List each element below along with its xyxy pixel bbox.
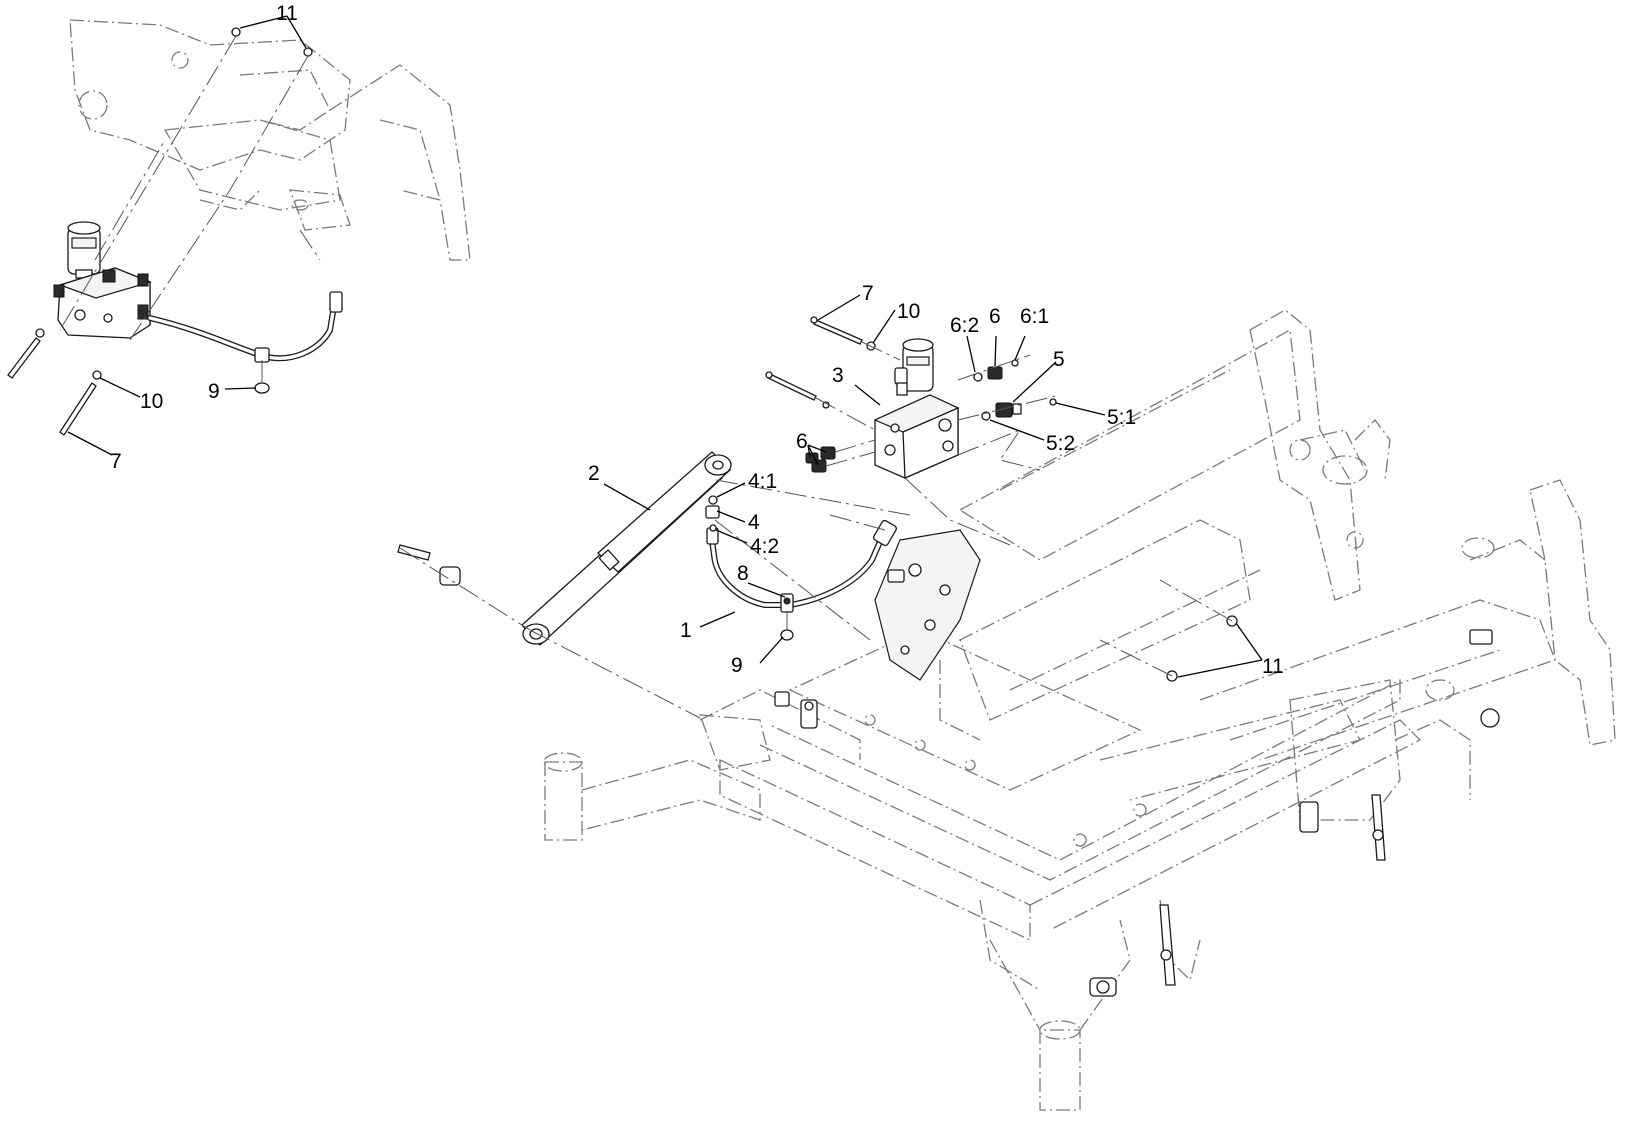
fittings-6-left [805, 439, 876, 473]
hose-clamp [780, 593, 794, 641]
callout-5-1: 5:1 [1107, 406, 1136, 429]
callout-labels: 11 10 9 7 7 10 3 6:2 6 6:1 5 5:1 5:2 6 2… [110, 2, 1284, 678]
bolts-washers-main [765, 316, 901, 431]
callout-1: 1 [680, 619, 692, 642]
callout-2: 2 [588, 462, 600, 485]
callout-5-2: 5:2 [1046, 432, 1075, 455]
callout-6-1: 6:1 [1020, 305, 1049, 328]
callout-10-main: 10 [897, 300, 920, 323]
cylinder-pin [397, 544, 701, 719]
inset-frame [69, 19, 471, 261]
callout-7-inset: 7 [110, 450, 122, 473]
callout-11-inset: 11 [276, 2, 298, 25]
main-center-lines [714, 428, 1041, 641]
callout-7-main: 7 [862, 282, 874, 305]
nuts-11-main [1099, 579, 1238, 682]
inset-valve-assembly [7, 27, 343, 436]
leader-lines [67, 15, 1263, 678]
hydraulic-hose [706, 519, 897, 608]
fitting-4 [705, 495, 720, 532]
frame-hardware [774, 629, 1500, 997]
main-frame [543, 309, 1616, 1111]
callout-10-inset: 10 [140, 390, 163, 413]
callout-3: 3 [832, 364, 844, 387]
pump-plate [874, 529, 981, 681]
hydraulic-cylinder [521, 451, 732, 646]
callout-5: 5 [1053, 348, 1065, 371]
valve-manifold [873, 338, 960, 479]
callout-4-1: 4:1 [748, 470, 777, 493]
inset-center-lines [59, 35, 321, 385]
callout-4: 4 [748, 511, 760, 534]
callout-6-top: 6 [989, 305, 1001, 328]
callout-4-2: 4:2 [750, 535, 779, 558]
callout-8: 8 [737, 562, 749, 585]
callout-6-2: 6:2 [950, 314, 979, 337]
callout-9-inset: 9 [208, 380, 220, 403]
callout-11-main: 11 [1262, 655, 1284, 678]
callout-6-left: 6 [796, 430, 808, 453]
callout-9-main: 9 [731, 654, 743, 677]
fittings-5-6-right [957, 354, 1061, 421]
